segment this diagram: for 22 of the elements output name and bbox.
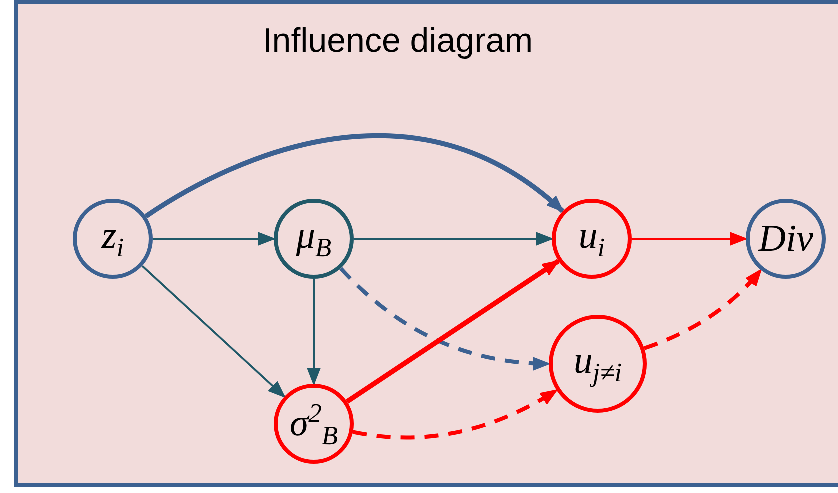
variable-circle <box>274 384 354 464</box>
variable-circle <box>549 315 647 413</box>
variable-label: u$_{i}$ <box>578 216 606 262</box>
arrow <box>644 268 763 350</box>
variable-label: μ$_{B}$ <box>296 216 332 262</box>
arrow <box>632 232 748 246</box>
variable-label: u$_{j≠i}$ <box>574 342 622 386</box>
arrow <box>307 279 321 386</box>
variable-circle <box>274 199 354 279</box>
variable-circle <box>746 199 826 279</box>
variable-circle <box>552 199 632 279</box>
diagram-title: Influence diagram <box>262 22 534 61</box>
variable-label: z$_{i}$ <box>102 216 124 262</box>
arrow <box>352 388 558 440</box>
arrow <box>354 232 554 246</box>
arrow <box>346 259 560 404</box>
arrow <box>153 232 276 246</box>
arrow <box>340 267 551 370</box>
variable-circle <box>73 199 153 279</box>
arrow <box>144 133 565 219</box>
variable-label: Div <box>758 220 814 258</box>
arrow <box>142 265 286 398</box>
